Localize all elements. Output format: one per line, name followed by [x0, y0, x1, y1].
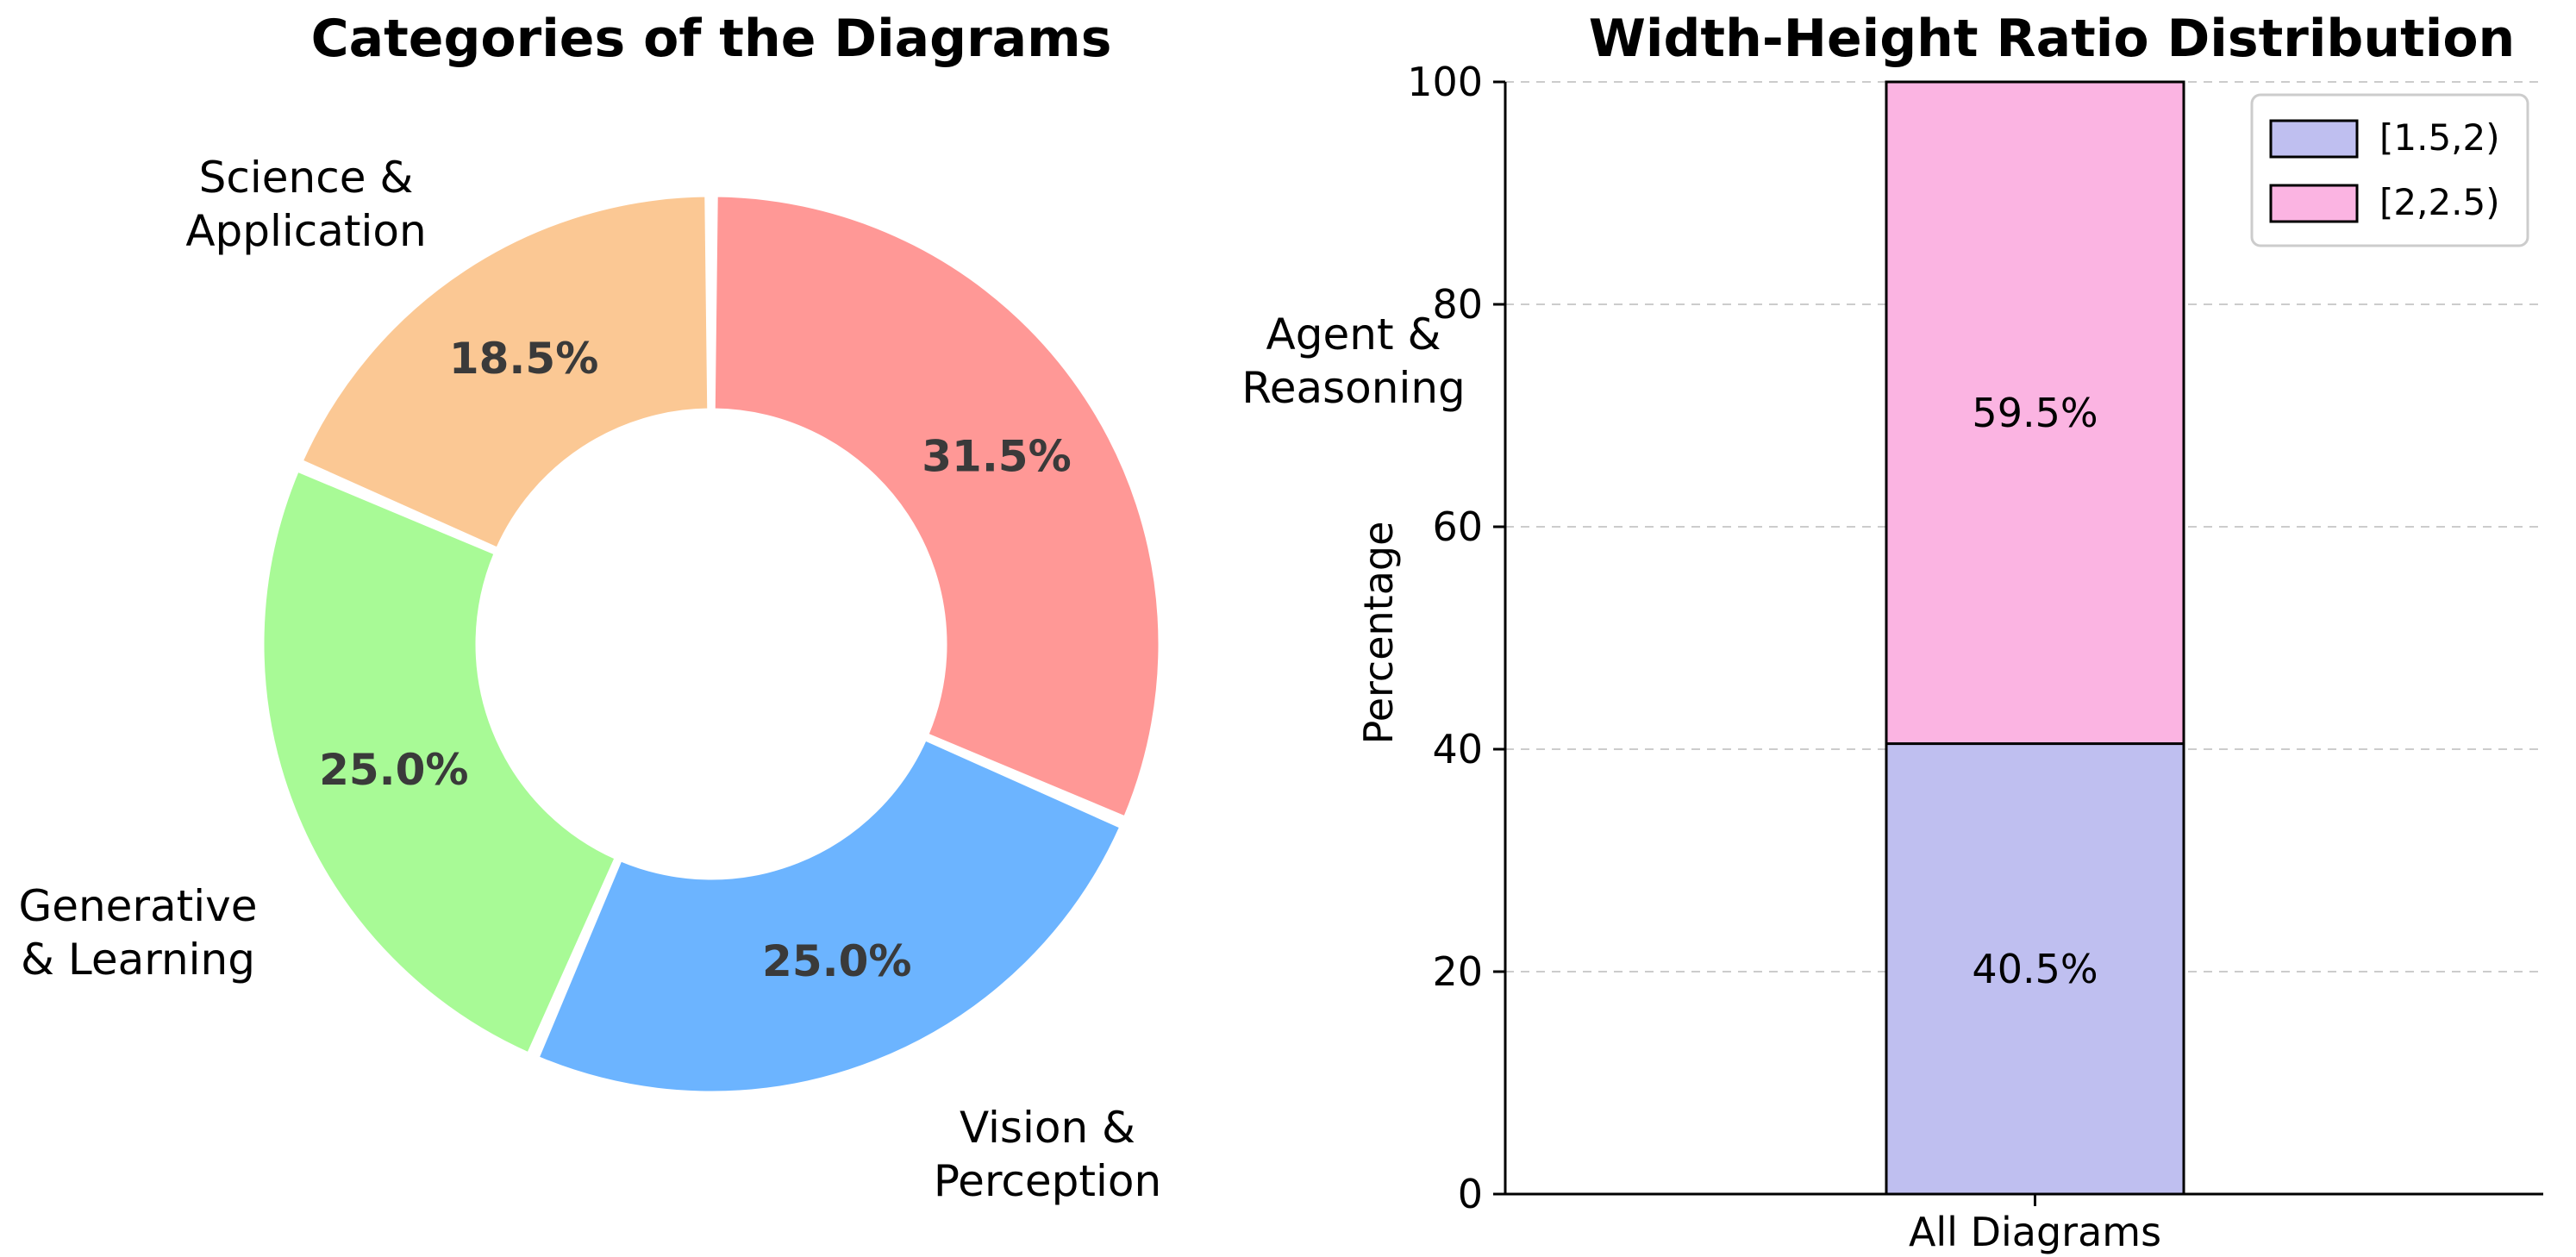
stacked-bar-chart: Width-Height Ratio Distribution 40.5% 59.… [1355, 9, 2543, 1255]
legend-swatch [2269, 184, 2359, 223]
pie-category-label: Science &Application [185, 153, 426, 256]
pie-percent-label: 18.5% [449, 334, 598, 384]
y-tick-label: 40 [1432, 726, 1483, 772]
pie-slices [261, 194, 1161, 1094]
pie-slice-agent-reasoning [712, 194, 1161, 819]
pie-category-label: Vision &Perception [934, 1103, 1161, 1206]
legend-label: [2,2.5) [2379, 181, 2500, 223]
pie-percent-label: 31.5% [922, 432, 1071, 482]
pie-category-label: Agent &Reasoning [1241, 310, 1466, 413]
y-axis-label: Percentage [1355, 522, 1402, 745]
y-tick-label: 80 [1432, 281, 1483, 328]
bar-chart-title: Width-Height Ratio Distribution [1589, 9, 2516, 69]
pie-slice-vision-perception [536, 738, 1122, 1094]
pie-percent-label: 25.0% [762, 936, 911, 986]
bar-value-label: 40.5% [1972, 946, 2098, 992]
legend: [1.5,2) [2,2.5) [2250, 93, 2529, 247]
legend-swatch [2269, 119, 2359, 159]
bar-segments: 40.5% 59.5% [1885, 80, 2185, 1196]
pie-chart-title: Categories of the Diagrams [311, 9, 1112, 69]
y-tick-label: 20 [1432, 948, 1483, 995]
bar-value-label: 59.5% [1972, 390, 2098, 436]
donut-chart: Categories of the Diagrams 31.5% Agent &R… [18, 9, 1465, 1206]
bar-axes [1504, 82, 2543, 1196]
pie-slice-science-application [300, 194, 710, 550]
pie-percent-label: 25.0% [319, 745, 468, 795]
pie-slice-generative-learning [261, 469, 617, 1055]
bar-segment-2-2-5 [1885, 80, 2185, 746]
bar-segment-1-5-2 [1885, 742, 2185, 1196]
pie-labels: 31.5% Agent &Reasoning 25.0% Vision &Percep… [18, 153, 1465, 1206]
legend-label: [1.5,2) [2379, 116, 2500, 159]
pie-category-label: Generative& Learning [18, 881, 257, 985]
x-tick-label: All Diagrams [1909, 1209, 2161, 1255]
y-tick-label: 100 [1407, 59, 1483, 105]
y-tick-label: 60 [1432, 503, 1483, 550]
y-tick-label: 0 [1458, 1171, 1483, 1217]
